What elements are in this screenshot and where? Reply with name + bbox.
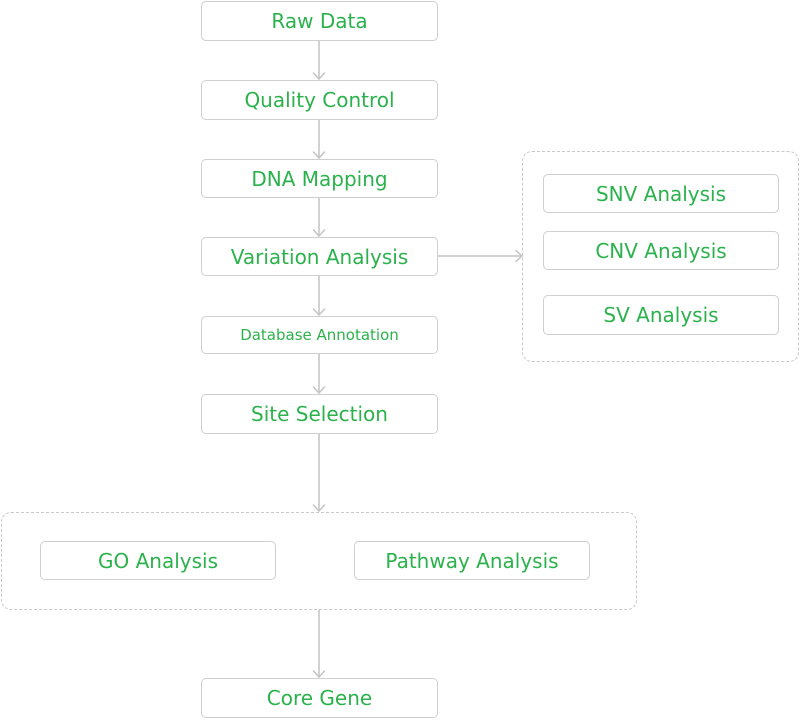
quality-control-label: Quality Control <box>244 88 395 112</box>
snv-analysis-node[interactable]: SNV Analysis <box>543 174 779 213</box>
variant-analysis-group <box>522 151 799 362</box>
snv-analysis-label: SNV Analysis <box>595 181 727 206</box>
arrowhead-site-to-enrichment <box>312 504 326 512</box>
variation-analysis-label: Variation Analysis <box>230 244 409 269</box>
core-gene-label: Core Gene <box>266 686 373 710</box>
arrowhead-raw-to-qc <box>312 72 326 80</box>
go-analysis-label: GO Analysis <box>98 548 218 573</box>
arrowhead-enrichment-to-core <box>312 670 326 678</box>
quality-control-node[interactable]: Quality Control <box>201 80 438 120</box>
sv-analysis-label: SV Analysis <box>603 303 719 327</box>
go-analysis-node[interactable]: GO Analysis <box>40 541 276 580</box>
database-annotation-node[interactable]: Database Annotation <box>201 316 438 354</box>
arrowhead-annotation-to-site <box>312 386 326 394</box>
database-annotation-label: Database Annotation <box>240 326 399 344</box>
arrowhead-mapping-to-variation <box>312 229 326 237</box>
dna-mapping-label: DNA Mapping <box>251 166 388 191</box>
raw-data-node[interactable]: Raw Data <box>201 1 438 41</box>
site-selection-node[interactable]: Site Selection <box>201 394 438 434</box>
enrichment-analysis-group <box>1 512 637 610</box>
variation-analysis-node[interactable]: Variation Analysis <box>201 237 438 276</box>
core-gene-node[interactable]: Core Gene <box>201 678 438 718</box>
cnv-analysis-node[interactable]: CNV Analysis <box>543 231 779 270</box>
pathway-analysis-label: Pathway Analysis <box>385 548 559 573</box>
arrowhead-variation-to-annotation <box>312 308 326 316</box>
site-selection-label: Site Selection <box>251 402 388 426</box>
dna-mapping-node[interactable]: DNA Mapping <box>201 159 438 198</box>
cnv-analysis-label: CNV Analysis <box>595 238 727 263</box>
pathway-analysis-node[interactable]: Pathway Analysis <box>354 541 590 580</box>
raw-data-label: Raw Data <box>271 9 368 33</box>
sv-analysis-node[interactable]: SV Analysis <box>543 295 779 335</box>
arrowhead-qc-to-mapping <box>312 151 326 159</box>
